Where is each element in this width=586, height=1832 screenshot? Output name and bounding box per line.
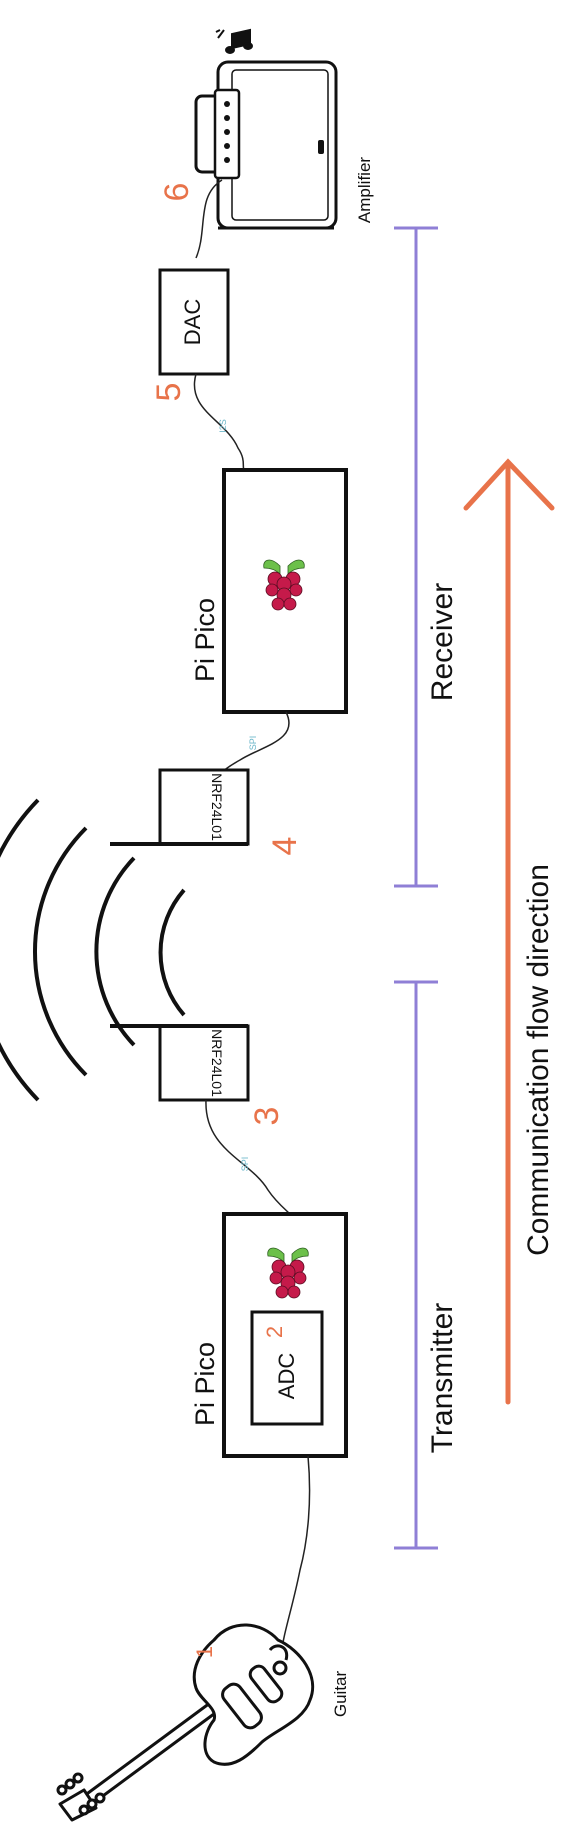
adc-box [250, 1310, 324, 1426]
guitar-cable [279, 1455, 311, 1661]
i2s-label: I2S [218, 419, 228, 433]
music-notes-icon [215, 28, 253, 54]
receiver-label: Receiver [426, 583, 459, 701]
spi-tx-label: SPI [240, 1157, 250, 1172]
dac-label: DAC [180, 299, 205, 346]
pico-rx-label: Pi Pico [190, 598, 220, 682]
amplifier-label: Amplifier [355, 157, 374, 223]
nrf-tx-module [110, 1024, 250, 1102]
pico-tx-label: Pi Pico [190, 1342, 220, 1426]
nrf-rx-label: NRF24L01 [209, 773, 225, 841]
i2s-cable [193, 373, 245, 471]
guitar-label: Guitar [331, 1671, 350, 1718]
transmitter-bracket [394, 980, 438, 1550]
nrf-rx-module [110, 768, 250, 846]
guitar-icon [56, 1623, 315, 1822]
step-5-number: 5 [150, 383, 188, 402]
flow-direction-arrow [463, 458, 555, 1405]
nrf-tx-label: NRF24L01 [209, 1029, 225, 1097]
step-1-number: 1 [192, 1646, 217, 1658]
wireless-signal-icon [0, 798, 186, 1102]
transmitter-label: Transmitter [426, 1303, 459, 1454]
flow-direction-label: Communication flow direction [522, 864, 555, 1256]
step-2-number: 2 [262, 1326, 287, 1338]
amplifier [194, 28, 338, 230]
spi-tx-cable [205, 1099, 291, 1215]
dac-box [158, 268, 230, 376]
step-6-number: 6 [158, 183, 196, 202]
step-4-number: 4 [266, 837, 304, 856]
adc-label: ADC [274, 1353, 299, 1400]
step-3-number: 3 [248, 1107, 286, 1126]
spi-rx-label: SPI [248, 736, 258, 751]
receiver-bracket [394, 226, 438, 888]
amp-dac-cable [195, 179, 223, 259]
